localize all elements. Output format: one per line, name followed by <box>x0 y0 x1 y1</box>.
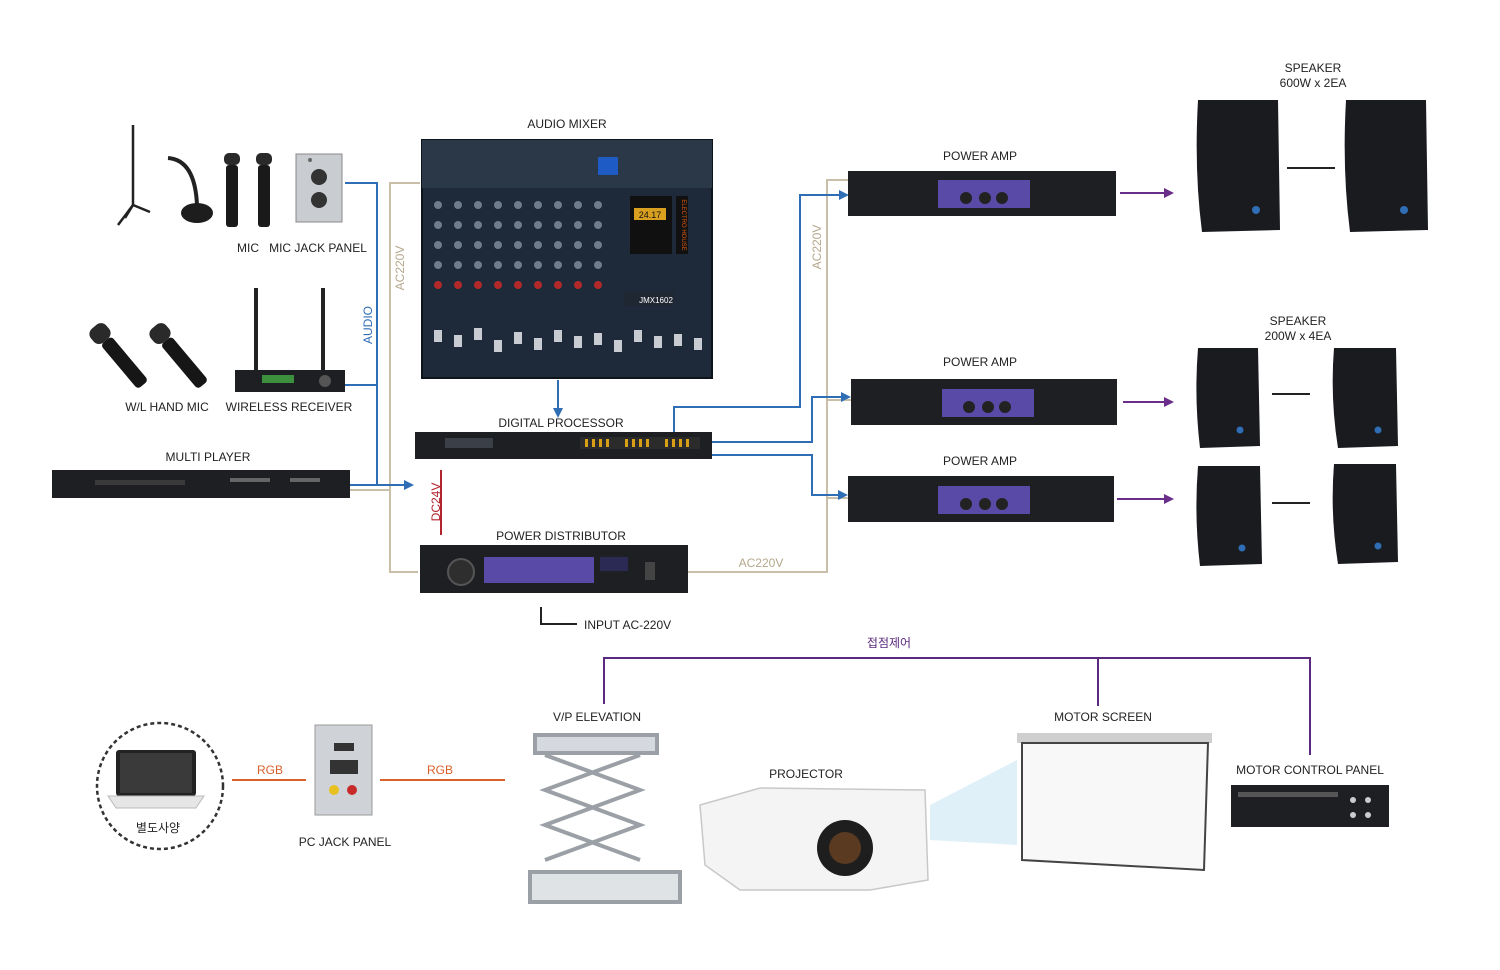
laptop-icon <box>95 721 225 851</box>
power-amp-3-label: POWER AMP <box>943 454 1017 468</box>
rgb-1-label: RGB <box>257 763 283 777</box>
mixer-faders <box>434 328 702 352</box>
audio-arrowheads <box>404 190 851 500</box>
pc-jack-panel-icon <box>314 724 373 816</box>
mixer-display: 24.17 <box>639 210 662 220</box>
power-amp-1-icon <box>848 171 1116 216</box>
gooseneck-mic-icon <box>167 156 213 223</box>
mic-jack-panel-icon <box>295 153 343 223</box>
speaker-mid-title: SPEAKER <box>1270 314 1327 328</box>
power-amp-2-label: POWER AMP <box>943 355 1017 369</box>
projector-icon <box>699 787 929 891</box>
motor-screen-label: MOTOR SCREEN <box>1054 710 1152 724</box>
mixer-knobs <box>434 201 602 269</box>
speaker-mid-spec: 200W x 4EA <box>1265 329 1332 343</box>
motor-control-panel-label: MOTOR CONTROL PANEL <box>1236 763 1384 777</box>
digital-processor-label: DIGITAL PROCESSOR <box>498 416 624 430</box>
control-lines <box>603 657 1311 755</box>
wireless-receiver-icon <box>235 288 345 392</box>
power-lines <box>350 179 851 573</box>
multi-player-label: MULTI PLAYER <box>166 450 251 464</box>
motor-control-panel-icon <box>1231 785 1389 827</box>
dc24v-label: DC24V <box>429 483 443 522</box>
audio-lines <box>345 182 843 496</box>
input-ac-label: INPUT AC-220V <box>584 618 671 632</box>
input-ac-bracket <box>540 607 577 625</box>
laptop-note-label: 별도사양 <box>136 821 180 835</box>
digital-processor-icon <box>415 432 712 459</box>
power-amp-1-label: POWER AMP <box>943 149 1017 163</box>
speaker-top-spec: 600W x 2EA <box>1280 76 1347 90</box>
speaker-top-title: SPEAKER <box>1285 61 1342 75</box>
audio-mixer-label: AUDIO MIXER <box>527 117 607 131</box>
wireless-receiver-label: WIRELESS RECEIVER <box>226 400 353 414</box>
mic-jack-panel-label: MIC JACK PANEL <box>269 241 367 255</box>
mic-stand-icon <box>117 125 151 226</box>
ac220v-left-label: AC220V <box>393 246 407 291</box>
mixer-model: JMX1602 <box>639 296 673 305</box>
motor-screen-icon <box>1017 733 1212 872</box>
power-amp-3-icon <box>848 476 1114 522</box>
speaker-lines <box>1117 192 1165 500</box>
multi-player-icon <box>52 470 350 498</box>
mic-label: MIC <box>237 241 259 255</box>
contact-control-label: 접점제어 <box>867 636 911 650</box>
speaker-200w-icon <box>1196 348 1398 566</box>
wireless-hand-mic-icon <box>89 323 207 388</box>
pc-jack-panel-label: PC JACK PANEL <box>299 835 392 849</box>
vp-elevation-label: V/P ELEVATION <box>553 710 641 724</box>
ac220v-right-label: AC220V <box>810 225 824 270</box>
audio-mixer-icon: 24.17 ELECTRO HOUSE JMX1602 <box>421 139 713 379</box>
projector-label: PROJECTOR <box>769 767 843 781</box>
vp-elevation-icon <box>528 733 682 904</box>
mixer-brand: ELECTRO HOUSE <box>680 199 686 250</box>
speaker-pair-links <box>1272 167 1335 504</box>
power-distributor-icon <box>420 545 688 593</box>
speaker-600w-icon <box>1196 100 1428 232</box>
wh-mic-label: W/L HAND MIC <box>125 400 209 414</box>
ac220v-bottom-label: AC220V <box>739 556 784 570</box>
wired-mic-icon <box>224 153 272 227</box>
projection-beam <box>930 760 1017 845</box>
speaker-arrowheads <box>1164 188 1174 504</box>
power-amp-2-icon <box>851 379 1117 425</box>
rgb-2-label: RGB <box>427 763 453 777</box>
mixer-red-knobs <box>434 281 602 289</box>
audio-line-label: AUDIO <box>361 306 375 344</box>
power-distributor-label: POWER DISTRIBUTOR <box>496 529 626 543</box>
